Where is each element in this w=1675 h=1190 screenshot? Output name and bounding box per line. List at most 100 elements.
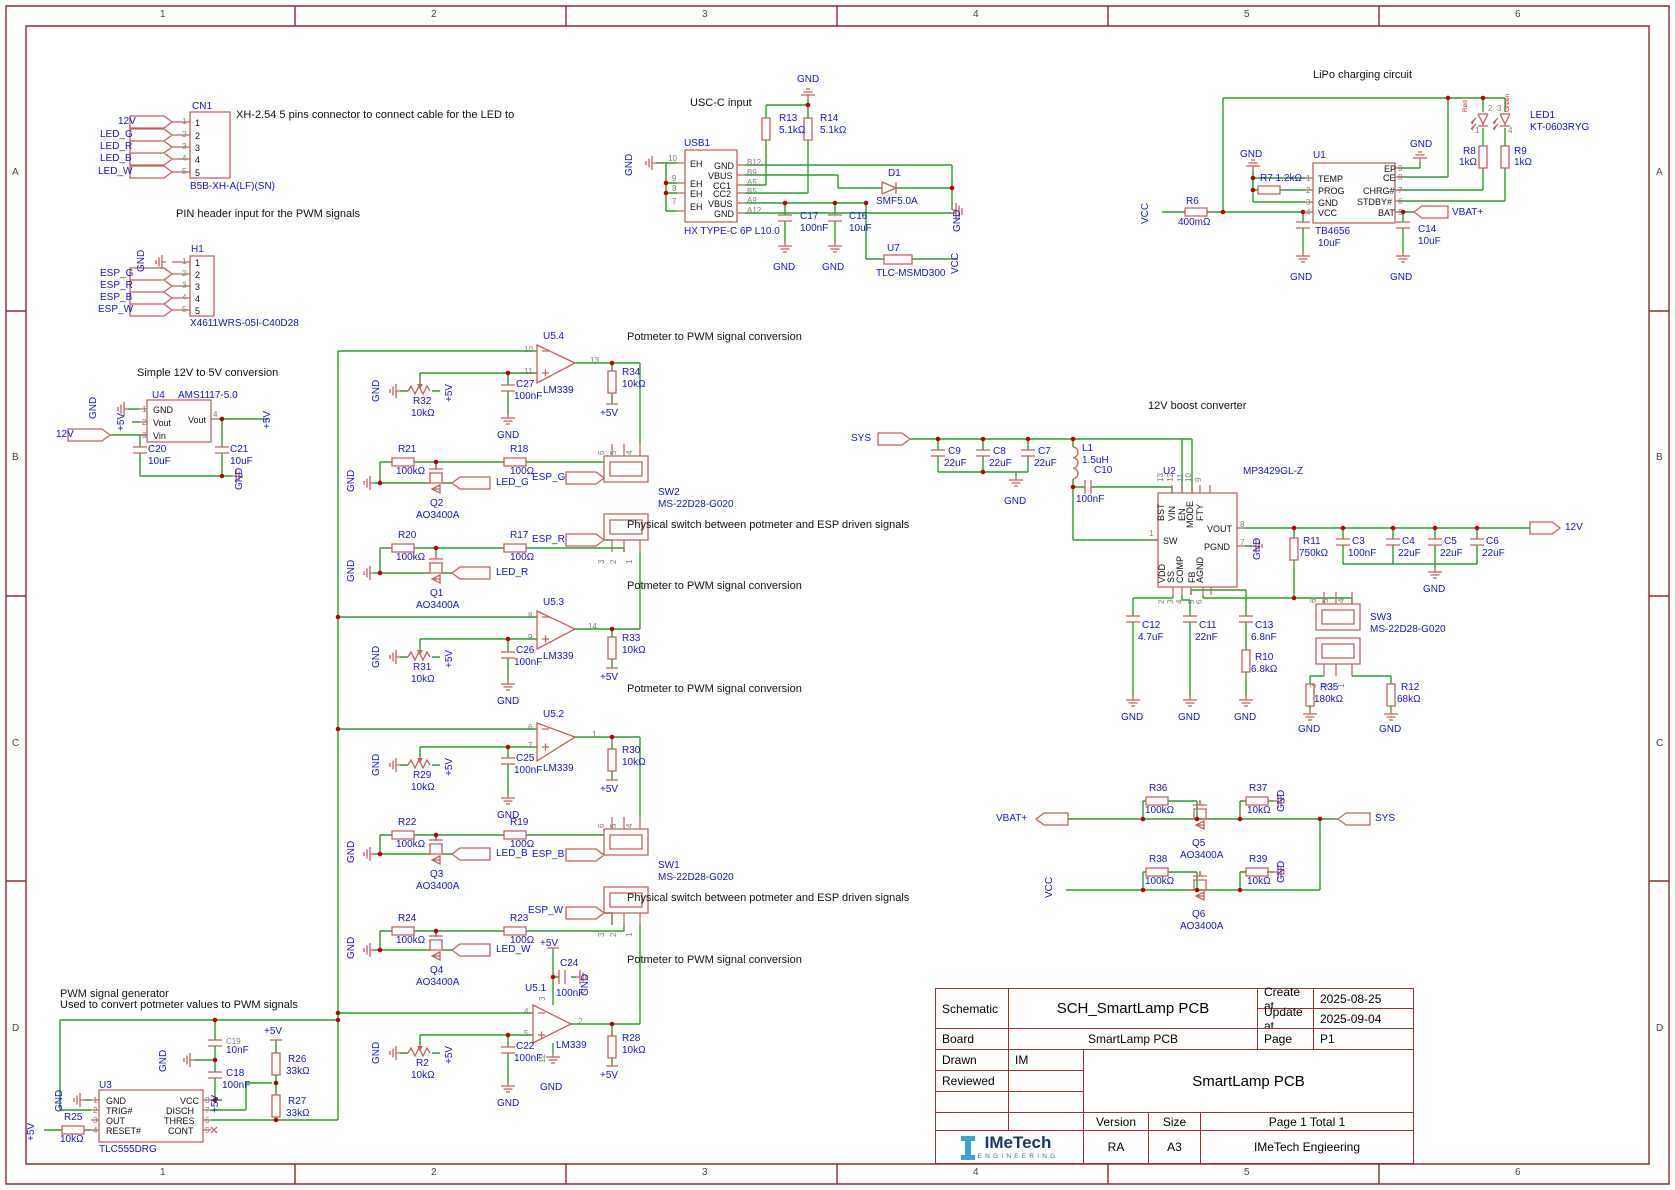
schematic-label: USB1: [684, 138, 711, 149]
schematic-art[interactable]: [91, 121, 1403, 1131]
schematic-label: C20: [148, 444, 167, 455]
schematic-label: 12V: [56, 429, 74, 440]
schematic-label: EH: [690, 159, 703, 169]
schematic-label: Potmeter to PWM signal conversion: [627, 683, 802, 695]
schematic-label: 4: [182, 154, 187, 163]
schematic-label: GND: [714, 161, 734, 171]
schematic-label: 100kΩ: [396, 935, 426, 946]
schematic-art[interactable]: [61, 88, 1562, 1143]
schematic-art[interactable]: [212, 95, 1486, 1123]
schematic-label: 3: [1497, 104, 1502, 113]
schematic-label: LED_R: [100, 141, 133, 152]
schematic-label: SYS: [1375, 813, 1396, 824]
schematic-label: +5V: [444, 1045, 455, 1064]
schematic-label: 10kΩ: [622, 1045, 646, 1056]
tb-version-value: RA: [1083, 1130, 1149, 1164]
frame-row-label: D: [1656, 1023, 1664, 1034]
schematic-label: 1: [1475, 126, 1480, 135]
schematic-label: CE: [1383, 173, 1396, 183]
schematic-label: GND: [371, 379, 382, 402]
schematic-label: R14: [820, 113, 839, 124]
tb-blank3: [1008, 1112, 1084, 1131]
schematic-label: 2: [195, 131, 201, 141]
schematic-label: 6: [1398, 197, 1403, 206]
schematic-label: R24: [398, 913, 417, 924]
schematic-label: SW1: [658, 860, 680, 871]
schematic-label: C22: [516, 1041, 535, 1052]
schematic-label: +5V: [116, 412, 127, 431]
schematic-label: THRES: [164, 1116, 195, 1126]
schematic-label: Potmeter to PWM signal conversion: [627, 331, 802, 343]
schematic-label: 3: [597, 559, 606, 564]
schematic-label: C11: [1199, 620, 1217, 631]
schematic-label: EH: [690, 202, 703, 212]
tb-blank-left: [935, 1091, 1009, 1113]
schematic-label: VCC: [1140, 202, 1151, 224]
schematic-art[interactable]: [417, 384, 423, 1051]
schematic-label: 4: [625, 823, 634, 828]
schematic-label: 10kΩ: [622, 757, 646, 768]
schematic-label: 3: [195, 282, 201, 292]
schematic-label: ESP_R: [100, 280, 133, 291]
schematic-label: U5.3: [543, 597, 565, 608]
schematic-label: 1: [592, 730, 597, 739]
tb-drawn-value: IM: [1008, 1049, 1084, 1071]
schematic-label: 11: [524, 367, 533, 376]
schematic-label: 4: [93, 1126, 98, 1135]
schematic-label: LED_W: [98, 166, 133, 177]
schematic-label: 1: [93, 1096, 98, 1105]
schematic-label: 5: [609, 823, 618, 828]
schematic-label: 13: [590, 356, 599, 365]
tb-page-label: Page: [1257, 1028, 1314, 1050]
schematic-label: 10kΩ: [622, 379, 646, 390]
schematic-label: 5.1kΩ: [820, 125, 847, 136]
schematic-label: Q6: [1192, 909, 1206, 920]
schematic-label: C10: [1094, 465, 1113, 476]
schematic-label: C4: [1402, 536, 1415, 547]
schematic-label: 3: [93, 1116, 98, 1125]
schematic-label: R22: [398, 817, 417, 828]
schematic-label: A5: [747, 178, 757, 187]
schematic-label: 100nF: [1076, 494, 1105, 505]
schematic-label: 22uF: [1398, 548, 1421, 559]
schematic-label: KT-0603RYG: [1530, 122, 1590, 133]
schematic-label: 10uF: [1318, 238, 1341, 249]
schematic-label: 100kΩ: [396, 552, 426, 563]
schematic-label: SYS: [851, 433, 872, 444]
schematic-label: HX TYPE-C 6P L10.0: [684, 226, 780, 237]
schematic-label: C3: [1352, 536, 1365, 547]
schematic-label: 12V: [118, 116, 136, 127]
schematic-label: 5: [1398, 208, 1403, 217]
schematic-label: 4: [1508, 126, 1513, 135]
schematic-label: GND: [1234, 712, 1257, 723]
schematic-label: GND: [1318, 198, 1338, 208]
tb-blank2: [935, 1112, 1009, 1131]
schematic-label: 10uF: [1418, 236, 1441, 247]
schematic-label: Physical switch between potmeter and ESP…: [627, 892, 910, 904]
schematic-label: EH: [690, 189, 703, 199]
schematic-label: U1: [1313, 150, 1326, 161]
schematic-label: C12: [1142, 620, 1161, 631]
schematic-label: R30: [622, 745, 641, 756]
schematic-label: 10kΩ: [60, 1134, 84, 1145]
schematic-label: 3: [195, 143, 201, 153]
tb-drawn-label: Drawn: [935, 1049, 1009, 1071]
schematic-label: R7 1.2kΩ: [1260, 173, 1302, 184]
schematic-label: LED_W: [496, 944, 531, 955]
frame-column-label: 4: [973, 1167, 979, 1178]
schematic-label: VBUS: [708, 171, 733, 181]
schematic-label: 3: [1309, 683, 1318, 688]
schematic-label: PROG: [1318, 186, 1345, 196]
schematic-label: 6: [1309, 598, 1318, 603]
schematic-label: 100Ω: [510, 935, 535, 946]
schematic-label: B5: [747, 187, 757, 196]
schematic-label: C7: [1038, 446, 1051, 457]
schematic-art[interactable]: [44, 97, 1530, 1131]
schematic-label: 14: [588, 622, 597, 631]
schematic-label: 22uF: [944, 458, 967, 469]
frame-column-label: 1: [160, 1167, 166, 1178]
schematic-label: FTY: [1195, 504, 1205, 521]
tb-update-value: 2025-09-04: [1313, 1008, 1414, 1029]
schematic-art[interactable]: [5, 5, 1670, 1185]
imetech-logo: IMeTech ENGINEERING: [960, 1134, 1059, 1160]
